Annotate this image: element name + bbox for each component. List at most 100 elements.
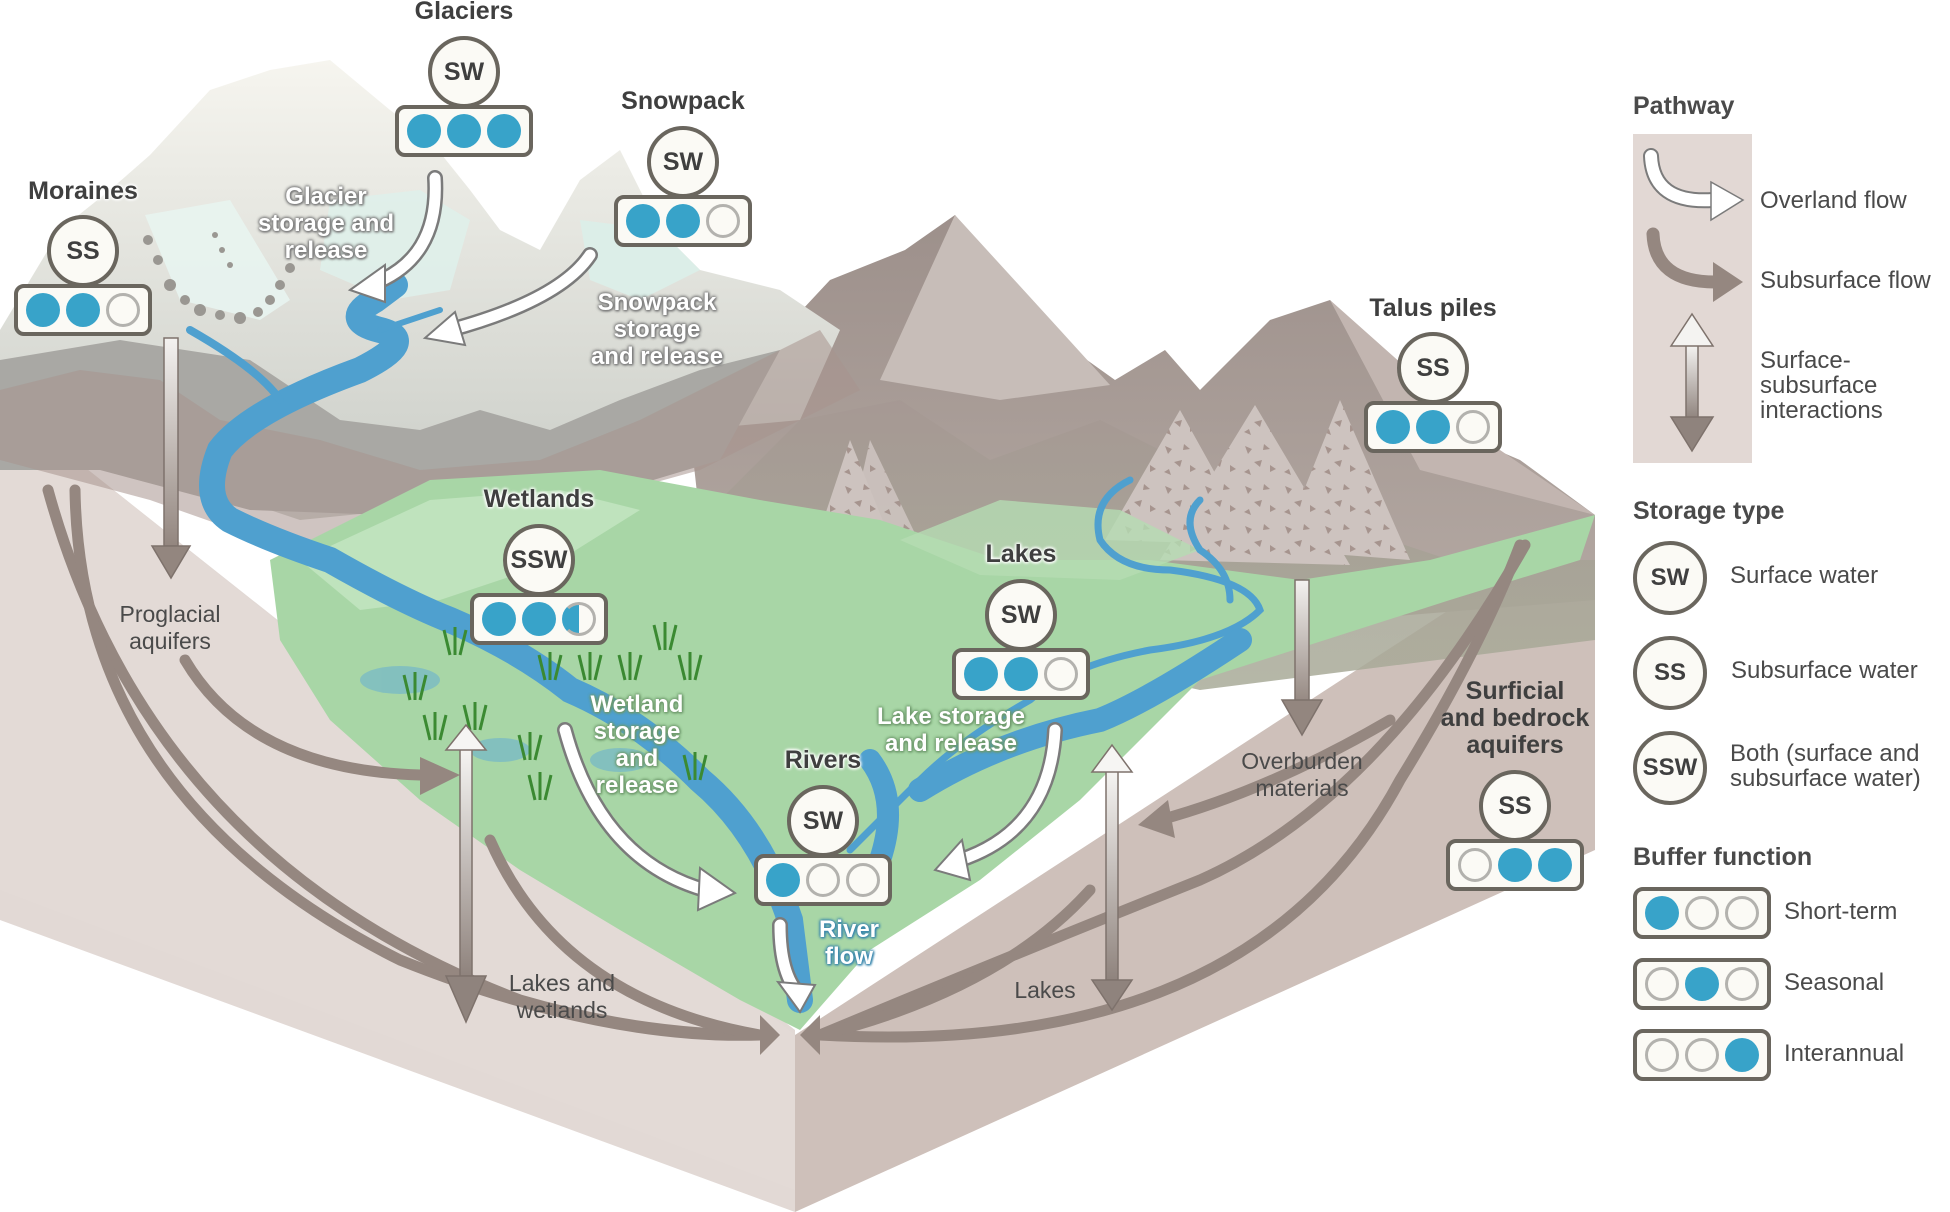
legend-sw-circle: SW [1633, 541, 1707, 615]
talus-piles-label: Talus piles [1369, 294, 1497, 322]
buffer-dot-full [666, 204, 700, 238]
storage-type-circle: SW [428, 36, 500, 108]
buffer-indicator [614, 195, 752, 247]
storage-type-circle: SW [647, 126, 719, 198]
buffer-dot-full [26, 293, 60, 327]
surface-subsurface-arrows [444, 723, 1134, 1024]
legend-overland-flow-label: Overland flow [1760, 187, 1907, 214]
moraine-debris [143, 232, 295, 324]
buffer-dot-half [562, 602, 596, 636]
legend-surface-subsurface-label: Surface- subsurface interactions [1760, 347, 1883, 424]
glacier-storage-label: Glacier storage and release [257, 183, 395, 264]
subsurface-arrowheads [420, 757, 1175, 1055]
buffer-dot-full [1645, 896, 1679, 930]
lakes-subsurface-label: Lakes [1014, 977, 1076, 1003]
buffer-dot-empty [706, 204, 740, 238]
wetlands-label: Wetlands [483, 485, 595, 513]
overburden-materials-label: Overburden materials [1241, 748, 1363, 801]
glaciers-label: Glaciers [414, 0, 514, 25]
storage-type-circle: SW [787, 785, 859, 857]
wetland-ponds [360, 666, 650, 772]
buffer-dot-empty [1645, 1038, 1679, 1072]
buffer-dot-full [407, 114, 441, 148]
legend-ss-circle: SS [1633, 636, 1707, 710]
buffer-indicator [1364, 401, 1502, 453]
legend-seasonal-label: Seasonal [1784, 969, 1885, 996]
downward-flow-arrows [150, 337, 1324, 737]
buffer-indicator [470, 593, 608, 645]
buffer-dot-full [1725, 1038, 1759, 1072]
buffer-dot-empty [1685, 1038, 1719, 1072]
overland-flow-icon [1643, 148, 1745, 222]
rivers-label: Rivers [784, 746, 862, 774]
buffer-dot-full [1685, 967, 1719, 1001]
overland-arrowheads [347, 263, 972, 1014]
buffer-dot-full [447, 114, 481, 148]
buffer-dot-full [487, 114, 521, 148]
river-network [186, 272, 1265, 1013]
moraines-label: Moraines [28, 177, 138, 205]
buffer-dot-empty [846, 863, 880, 897]
buffer-dot-full [1538, 848, 1572, 882]
buffer-dot-full [1416, 410, 1450, 444]
subsurface-flow-icon [1646, 227, 1743, 302]
ground-right-face [795, 515, 1595, 1212]
legend-storage-type-title: Storage type [1633, 497, 1785, 525]
storage-type-circle: SS [1397, 332, 1469, 404]
buffer-dot-empty [1725, 896, 1759, 930]
buffer-dot-empty [1044, 657, 1078, 691]
surficial-aquifers-label: Surficial and bedrock aquifers [1440, 677, 1590, 759]
legend-seasonal-buffer [1633, 958, 1771, 1010]
wetlands-badge: SSW [470, 524, 608, 645]
wetland-grass [402, 622, 708, 801]
lakes-and-wetlands-label: Lakes and wetlands [508, 970, 616, 1023]
legend-surface-water-label: Surface water [1730, 562, 1879, 589]
talus-pile-large [1105, 400, 1410, 565]
buffer-dot-full [964, 657, 998, 691]
buffer-indicator [754, 854, 892, 906]
storage-type-circle: SS [1479, 770, 1551, 842]
proglacial-aquifers-label: Proglacial aquifers [119, 601, 221, 654]
legend-both-label: Both (surface and subsurface water) [1730, 740, 1921, 792]
buffer-dot-full [66, 293, 100, 327]
talus-piles-badge: SS [1364, 332, 1502, 453]
storage-type-circle: SS [47, 215, 119, 287]
snowpack-badge: SW [614, 126, 752, 247]
buffer-indicator [952, 648, 1090, 700]
buffer-dot-full [1004, 657, 1038, 691]
glaciers-badge: SW [395, 36, 533, 157]
legend-pathway-title: Pathway [1633, 92, 1735, 120]
buffer-dot-empty [1725, 967, 1759, 1001]
buffer-dot-full [522, 602, 556, 636]
snowpack-storage-label: Snowpack storage and release [590, 289, 724, 370]
buffer-dot-empty [1685, 896, 1719, 930]
subsurface-flow-arrows [42, 484, 1531, 1043]
buffer-indicator [14, 284, 152, 336]
legend-short-term-label: Short-term [1784, 898, 1898, 925]
buffer-indicator [395, 105, 533, 157]
snowpack-label: Snowpack [621, 87, 745, 115]
buffer-dot-full [482, 602, 516, 636]
buffer-dot-full [626, 204, 660, 238]
pathway-icons [1643, 148, 1745, 453]
storage-type-circle: SSW [503, 524, 575, 596]
buffer-dot-empty [1456, 410, 1490, 444]
river-flow-label: River flow [818, 916, 880, 970]
moraines-badge: SS [14, 215, 152, 336]
legend-buffer-function-title: Buffer function [1633, 843, 1813, 871]
buffer-dot-full [1498, 848, 1532, 882]
legend-ssw-circle: SSW [1633, 731, 1707, 805]
buffer-dot-empty [1645, 967, 1679, 1001]
surficial-aquifers-badge: SS [1446, 770, 1584, 891]
buffer-dot-full [1376, 410, 1410, 444]
buffer-dot-empty [806, 863, 840, 897]
lakes-badge: SW [952, 579, 1090, 700]
legend-interannual-label: Interannual [1784, 1040, 1905, 1067]
surface-subsurface-icon [1669, 312, 1715, 453]
buffer-dot-empty [1458, 848, 1492, 882]
lake-storage-label: Lake storage and release [876, 703, 1026, 757]
legend-subsurface-water-label: Subsurface water [1731, 657, 1918, 684]
rivers-badge: SW [754, 785, 892, 906]
buffer-indicator [1446, 839, 1584, 891]
